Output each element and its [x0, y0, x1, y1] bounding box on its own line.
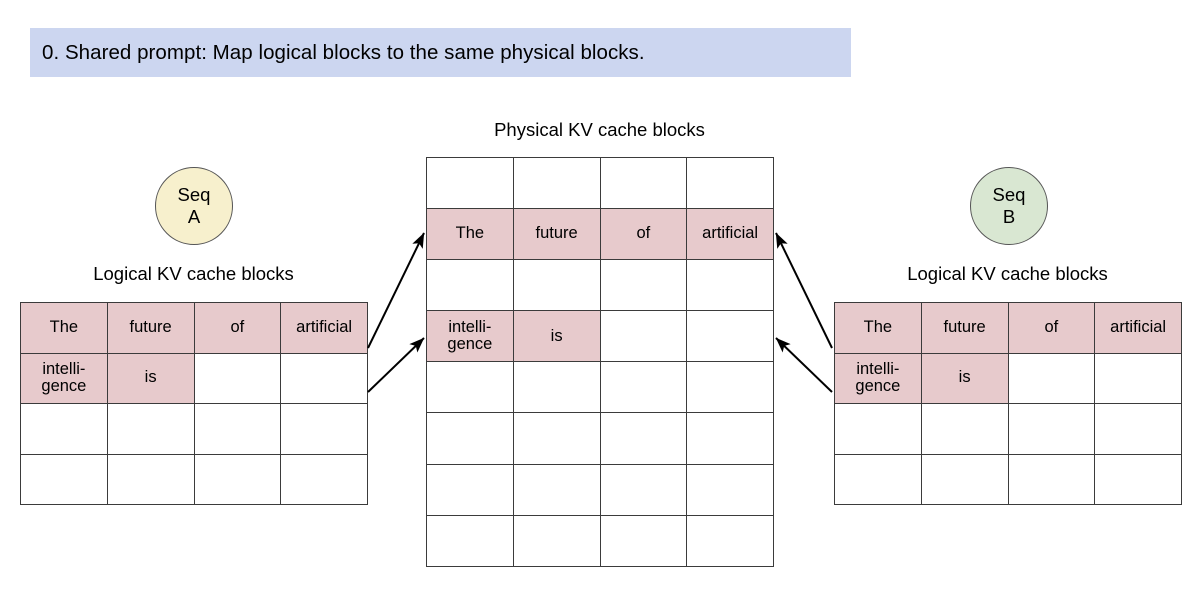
kv-block-empty	[280, 453, 368, 505]
kv-block-filled: The	[20, 302, 108, 354]
kv-block-empty	[686, 156, 774, 210]
seq-a-logical-caption: Logical KV cache blocks	[93, 263, 294, 284]
kv-block-empty	[20, 453, 108, 505]
kv-block-empty	[686, 514, 774, 567]
kv-block-filled: intelli-gence	[426, 310, 514, 363]
kv-block-empty	[834, 403, 922, 455]
title-banner: 0. Shared prompt: Map logical blocks to …	[30, 28, 851, 77]
kv-block-filled: of	[599, 208, 688, 261]
kv-block-empty	[280, 352, 368, 404]
kv-block-filled: The	[834, 302, 922, 354]
physical-blocks-caption: Physical KV cache blocks	[494, 119, 705, 140]
kv-block-empty	[512, 463, 601, 516]
kv-block-filled: is	[106, 352, 195, 404]
kv-block-empty	[920, 403, 1009, 455]
kv-block-empty	[1094, 453, 1182, 505]
kv-block-empty	[1007, 352, 1096, 404]
kv-block-empty	[686, 412, 774, 465]
table-row	[426, 514, 774, 567]
table-row	[834, 403, 1182, 455]
kv-block-empty	[426, 259, 514, 312]
kv-block-empty	[193, 352, 282, 404]
arrow-seq-b-block0	[775, 232, 833, 349]
page-title: 0. Shared prompt: Map logical blocks to …	[42, 40, 645, 64]
table-row	[834, 453, 1182, 505]
seq-b-label-line1: Seq	[992, 184, 1026, 206]
table-row	[426, 463, 774, 516]
kv-block-empty	[1094, 403, 1182, 455]
kv-block-empty	[834, 453, 922, 505]
kv-block-empty	[920, 453, 1009, 505]
kv-block-empty	[512, 259, 601, 312]
kv-block-empty	[426, 412, 514, 465]
kv-block-filled: The	[426, 208, 514, 261]
kv-block-empty	[193, 453, 282, 505]
kv-block-filled: future	[512, 208, 601, 261]
table-row	[426, 156, 774, 210]
seq-a-label-line2: A	[187, 206, 201, 227]
kv-block-filled: artificial	[1094, 302, 1182, 354]
kv-block-empty	[599, 361, 688, 414]
kv-block-filled: artificial	[686, 208, 774, 261]
kv-block-empty	[686, 310, 774, 363]
kv-block-empty	[599, 310, 688, 363]
kv-block-empty	[686, 259, 774, 312]
table-row	[20, 403, 368, 455]
kv-block-empty	[599, 514, 688, 567]
seq-b-label-line2: B	[1002, 206, 1016, 227]
table-row	[426, 361, 774, 414]
kv-block-empty	[193, 403, 282, 455]
kv-block-empty	[512, 156, 601, 210]
kv-block-empty	[599, 156, 688, 210]
kv-block-empty	[599, 259, 688, 312]
arrow-seq-a-block0	[367, 232, 425, 349]
kv-block-empty	[106, 453, 195, 505]
kv-block-filled: of	[193, 302, 282, 354]
seq-a-label-line1: Seq	[177, 184, 211, 206]
kv-block-empty	[686, 463, 774, 516]
kv-block-empty	[106, 403, 195, 455]
kv-block-filled: is	[512, 310, 601, 363]
kv-block-empty	[1007, 403, 1096, 455]
kv-block-empty	[20, 403, 108, 455]
table-row	[426, 259, 774, 312]
table-row	[20, 453, 368, 505]
kv-block-filled: future	[920, 302, 1009, 354]
seq-a-badge: Seq A	[155, 167, 233, 245]
kv-block-empty	[512, 412, 601, 465]
kv-block-empty	[686, 361, 774, 414]
kv-block-filled: intelli-gence	[834, 352, 922, 404]
kv-block-empty	[280, 403, 368, 455]
kv-block-empty	[599, 463, 688, 516]
kv-block-filled: is	[920, 352, 1009, 404]
kv-block-empty	[426, 463, 514, 516]
kv-block-filled: artificial	[280, 302, 368, 354]
table-row	[426, 412, 774, 465]
kv-block-empty	[426, 361, 514, 414]
arrow-seq-a-block1	[367, 337, 425, 393]
arrow-seq-b-block1	[775, 337, 833, 393]
kv-block-empty	[426, 156, 514, 210]
kv-block-empty	[1094, 352, 1182, 404]
kv-block-empty	[512, 514, 601, 567]
kv-block-filled: intelli-gence	[20, 352, 108, 404]
kv-block-filled: future	[106, 302, 195, 354]
kv-block-empty	[599, 412, 688, 465]
kv-block-filled: of	[1007, 302, 1096, 354]
seq-b-badge: Seq B	[970, 167, 1048, 245]
kv-block-empty	[512, 361, 601, 414]
seq-b-logical-caption: Logical KV cache blocks	[907, 263, 1108, 284]
kv-block-empty	[1007, 453, 1096, 505]
kv-block-empty	[426, 514, 514, 567]
